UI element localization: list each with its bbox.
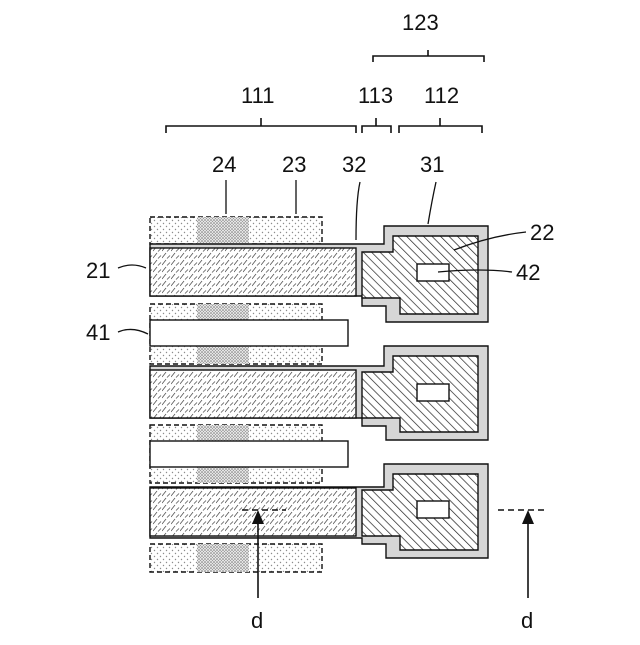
- leader-32: [356, 182, 360, 240]
- leader-31: [428, 182, 436, 224]
- electrode-21-unit1: [150, 248, 356, 296]
- label-21: 21: [86, 258, 110, 283]
- label-22: 22: [530, 220, 554, 245]
- label-24: 24: [212, 152, 236, 177]
- brace-111: [166, 118, 356, 133]
- label-42: 42: [516, 260, 540, 285]
- finger-41-unit2: [150, 441, 348, 467]
- label-112: 112: [424, 83, 459, 108]
- hole-42-unit2: [417, 384, 449, 401]
- label-d-left: d: [251, 608, 263, 633]
- section-arrow-right-head: [522, 510, 534, 524]
- finger-41-unit1: [150, 320, 348, 346]
- label-32: 32: [342, 152, 366, 177]
- layer-24-bottom: [197, 544, 249, 572]
- label-31: 31: [420, 152, 444, 177]
- label-23: 23: [282, 152, 306, 177]
- hole-42-unit3: [417, 501, 449, 518]
- leader-41: [118, 329, 148, 334]
- electrode-21-unit2: [150, 370, 356, 418]
- label-41: 41: [86, 320, 110, 345]
- label-113: 113: [358, 83, 393, 108]
- brace-113: [362, 118, 391, 133]
- label-d-right: d: [521, 608, 533, 633]
- layer-24-top: [197, 217, 249, 244]
- brace-112: [399, 118, 482, 133]
- brace-123: [373, 50, 484, 62]
- leader-21: [118, 265, 146, 268]
- label-111: 111: [241, 83, 274, 108]
- hole-42-unit1: [417, 264, 449, 281]
- label-123: 123: [402, 10, 439, 35]
- electrode-21-unit3: [150, 488, 356, 536]
